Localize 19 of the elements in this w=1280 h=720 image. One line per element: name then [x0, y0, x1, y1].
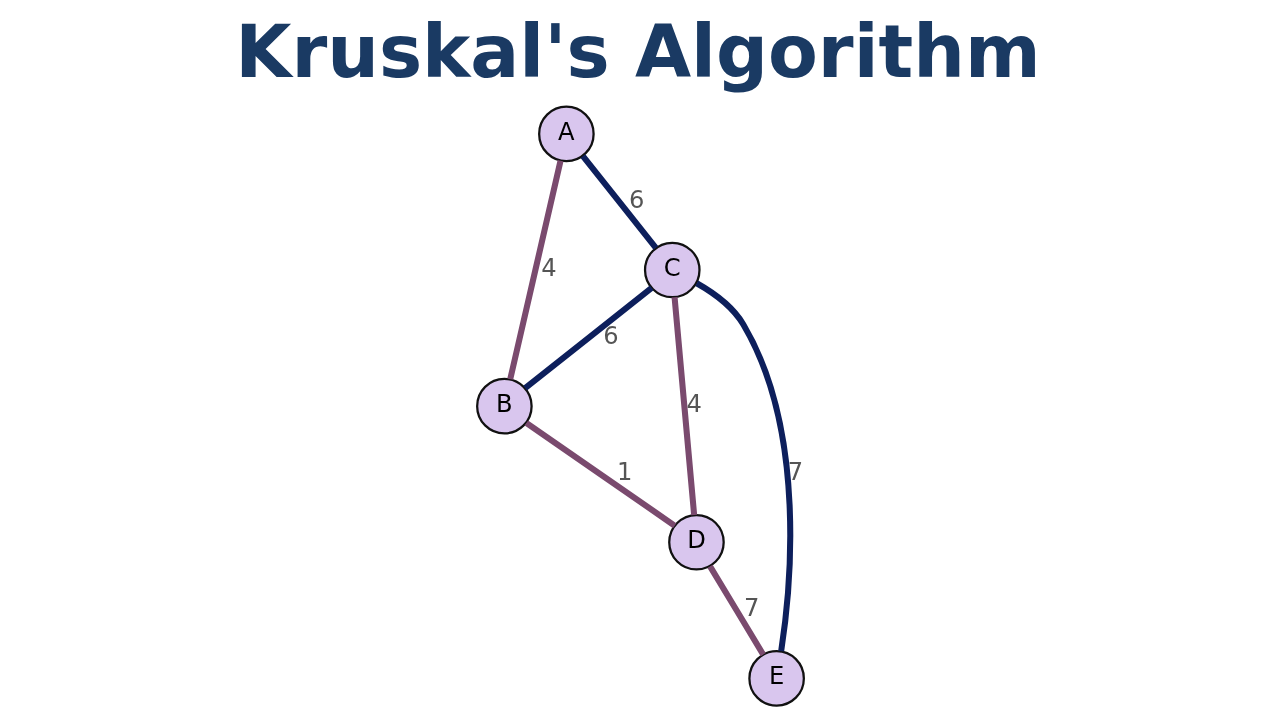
- edge-label: 7: [743, 594, 759, 623]
- node-circle: C: [643, 241, 701, 299]
- connector: [706, 564, 766, 657]
- connector: [524, 420, 676, 529]
- connector: [694, 280, 793, 652]
- connector: [506, 160, 563, 380]
- node-circle: D: [667, 513, 725, 571]
- edge-label: 4: [540, 253, 557, 282]
- edge-label: 1: [616, 457, 632, 486]
- diagram-title: Kruskal's Algorithm: [234, 10, 1041, 95]
- connector: [671, 297, 697, 516]
- node-circle: E: [747, 650, 805, 707]
- edge-label: 6: [628, 185, 644, 214]
- node-circle: B: [475, 377, 533, 435]
- edge-label: 4: [686, 389, 702, 418]
- edge-label: 6: [602, 321, 619, 350]
- node-circle: A: [537, 105, 595, 163]
- connector: [522, 285, 654, 391]
- connector: [580, 154, 658, 250]
